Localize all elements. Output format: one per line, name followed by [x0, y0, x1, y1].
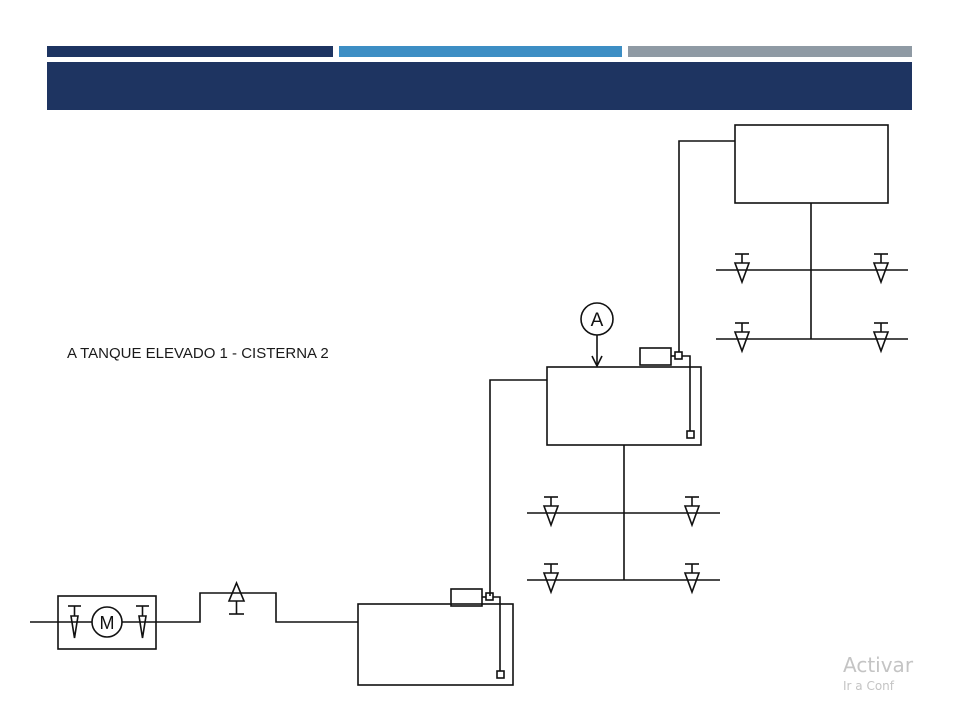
float-valve-middle — [639, 347, 695, 439]
fixture-icon — [733, 253, 751, 285]
fixture-icon — [733, 322, 751, 354]
pump-discharge-pipe — [156, 592, 358, 623]
pump-valve-right-icon — [136, 605, 149, 639]
pump-valve-left-icon — [68, 605, 81, 639]
fixture-icon — [872, 253, 890, 285]
header-stripe-dark — [47, 46, 333, 57]
watermark-line-1: Activar — [843, 653, 914, 677]
fixture-icon — [872, 322, 890, 354]
check-valve-icon — [227, 580, 246, 615]
header-stripe-blue — [339, 46, 622, 57]
motor-icon — [91, 606, 123, 638]
title-band — [47, 62, 912, 110]
middle-tank — [546, 366, 702, 446]
fixture-icon — [542, 496, 560, 528]
supply-pipe-middle — [489, 379, 547, 596]
header-stripe-gray — [628, 46, 912, 57]
motor-letter: M — [100, 613, 115, 633]
supply-pipe-upper — [678, 140, 735, 352]
upper-fixtures — [733, 253, 890, 354]
marker-a-letter: A — [591, 310, 604, 331]
fixture-icon — [683, 563, 701, 595]
cistern — [357, 603, 514, 686]
watermark-line-2: Ir a Conf — [843, 679, 895, 693]
upper-tank — [734, 124, 889, 204]
fixture-icon — [683, 496, 701, 528]
activation-watermark: Activar Ir a Conf — [843, 652, 923, 697]
diagram-label: A TANQUE ELEVADO 1 - CISTERNA 2 — [67, 345, 329, 362]
arrowhead-icon — [591, 355, 603, 368]
middle-fixtures — [542, 496, 701, 595]
float-valve-cistern — [450, 588, 505, 679]
fixture-icon — [542, 563, 560, 595]
